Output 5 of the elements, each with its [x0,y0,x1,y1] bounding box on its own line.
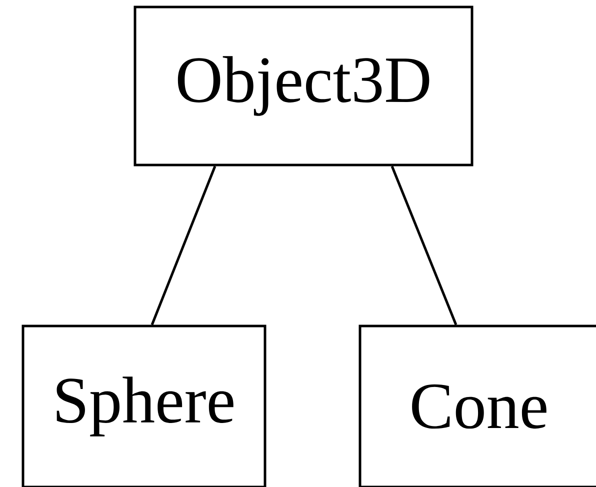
class-box: Cone [358,324,596,487]
connector-line [390,166,458,326]
class-box: Sphere [22,324,266,487]
class-box: Object3D [134,6,474,166]
connector-line [150,166,216,326]
